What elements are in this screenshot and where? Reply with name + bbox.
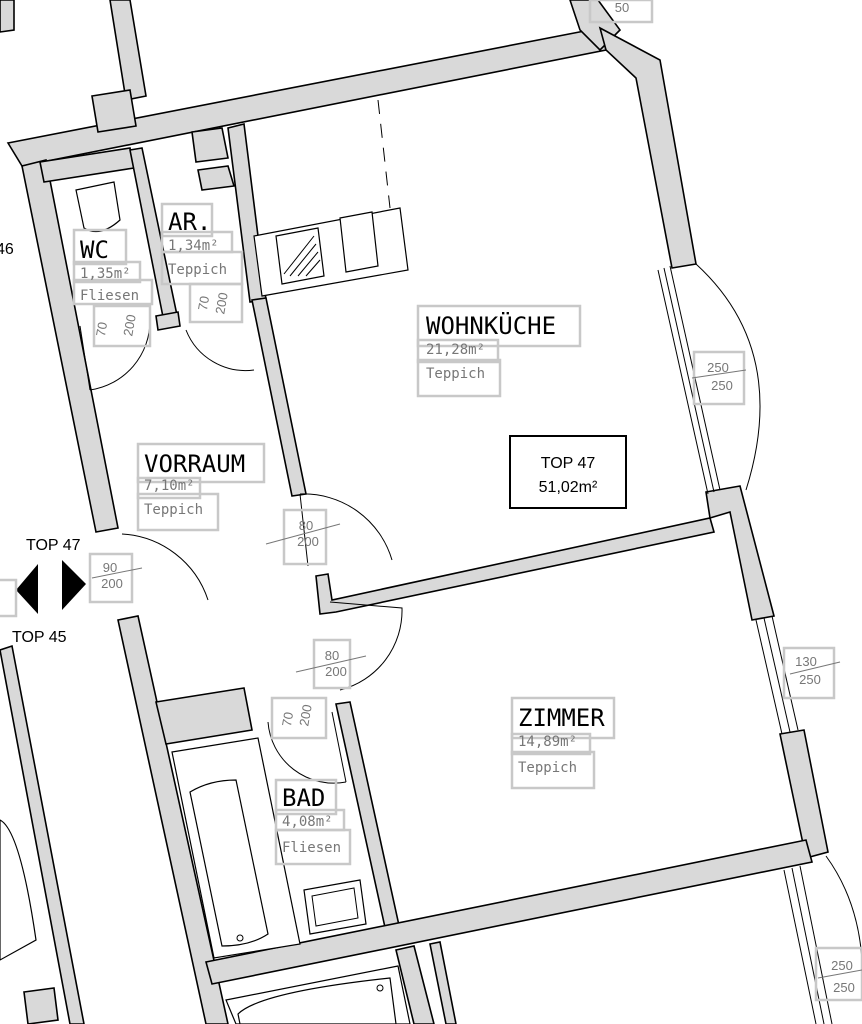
- door-wc-width: 70: [93, 321, 110, 338]
- door-entrance-height: 200: [101, 576, 123, 591]
- door-wc-height: 200: [120, 313, 139, 337]
- room-floor-bad: Fliesen: [282, 840, 341, 856]
- window-zimmer: [755, 615, 799, 735]
- room-area-zimmer: 14,89m²: [518, 734, 577, 750]
- window-lower-right-width: 250: [831, 958, 853, 973]
- wall-right-middle: [705, 485, 775, 621]
- wall-bad-top: [155, 687, 253, 745]
- room-floor-vorraum: Teppich: [144, 502, 203, 518]
- room-floor-wohnkueche: Teppich: [426, 366, 485, 382]
- door-wohnkueche-height: 200: [297, 534, 319, 549]
- toilet-icon: [75, 181, 121, 233]
- room-area-vorraum: 7,10m²: [144, 478, 195, 494]
- unit-label: TOP 47: [541, 455, 596, 472]
- door-wohnkueche-width: 80: [299, 518, 313, 533]
- shaft-1: [191, 127, 229, 163]
- bathtub-icon: [171, 737, 301, 959]
- wall-bottom-stub-2: [429, 941, 457, 1024]
- wall-left-outer: [21, 159, 119, 533]
- room-name-vorraum: VORRAUM: [144, 450, 245, 478]
- wall-bottom-stub-1: [395, 945, 435, 1024]
- wall-right-lower: [779, 729, 829, 859]
- window-wohnkueche-height: 250: [711, 378, 733, 393]
- pillar-top: [91, 89, 137, 133]
- room-area-bad: 4,08m²: [282, 814, 333, 830]
- door-bad-width: 70: [279, 711, 296, 728]
- door-ar-width: 70: [195, 295, 212, 312]
- entrance-label-lower: TOP 45: [12, 629, 67, 646]
- unit-summary-box: [509, 435, 627, 509]
- wall-bottom: [205, 839, 813, 985]
- kitchen-counter: [253, 207, 409, 297]
- wall-wc-bottom: [155, 311, 181, 331]
- shaft-2: [197, 165, 236, 191]
- wall-right-upper: [598, 26, 697, 269]
- room-name-wohnkueche: WOHNKÜCHE: [426, 311, 556, 340]
- room-name-ar: AR.: [168, 208, 211, 236]
- door-entrance-width: 90: [103, 560, 117, 575]
- kitchen-dashed-line: [377, 99, 391, 209]
- door-zimmer-height: 200: [325, 664, 347, 679]
- wall-far-left: [0, 644, 85, 1024]
- room-area-ar: 1,34m²: [168, 238, 219, 254]
- sink-icon: [275, 227, 325, 285]
- room-floor-wc: Fliesen: [80, 288, 139, 304]
- door-ar-height: 200: [212, 291, 231, 315]
- room-name-zimmer: ZIMMER: [518, 704, 605, 732]
- door-swings: [79, 319, 403, 784]
- room-area-wohnkueche: 21,28m²: [426, 342, 485, 358]
- room-name-bad: BAD: [282, 784, 325, 812]
- arrow-right-icon: [62, 560, 86, 610]
- window-zimmer-width: 130: [795, 654, 817, 669]
- arrow-left-icon: [16, 564, 38, 614]
- door-bad-height: 200: [296, 703, 315, 727]
- window-lower-right-height: 250: [833, 980, 855, 995]
- wall-far-left-top: [0, 0, 15, 33]
- washbasin-icon: [303, 879, 367, 935]
- neighbor-bathtub-icon: [0, 819, 37, 961]
- entrance-label-upper: TOP 47: [26, 537, 81, 554]
- wall-vorraum-wk: [251, 297, 307, 497]
- room-name-wc: WC: [80, 236, 109, 264]
- wall-far-left-box: [23, 987, 59, 1024]
- door-zimmer-width: 80: [325, 648, 339, 663]
- room-floor-ar: Teppich: [168, 262, 227, 278]
- room-floor-zimmer: Teppich: [518, 760, 577, 776]
- window-zimmer-height: 250: [799, 672, 821, 687]
- wall-entrance-left: [117, 615, 229, 1024]
- walls: [0, 0, 829, 1024]
- wall-wk-zimmer: [315, 517, 716, 615]
- neighbor-partial-label: 46: [0, 241, 14, 258]
- unit-area: 51,02m²: [539, 479, 598, 496]
- wall-left-stub: [109, 0, 147, 101]
- room-area-wc: 1,35m²: [80, 266, 131, 282]
- window-wohnkueche-width: 250: [707, 360, 729, 375]
- window-top-partial: 50: [615, 0, 629, 15]
- lower-bathtub-icon: [225, 965, 411, 1024]
